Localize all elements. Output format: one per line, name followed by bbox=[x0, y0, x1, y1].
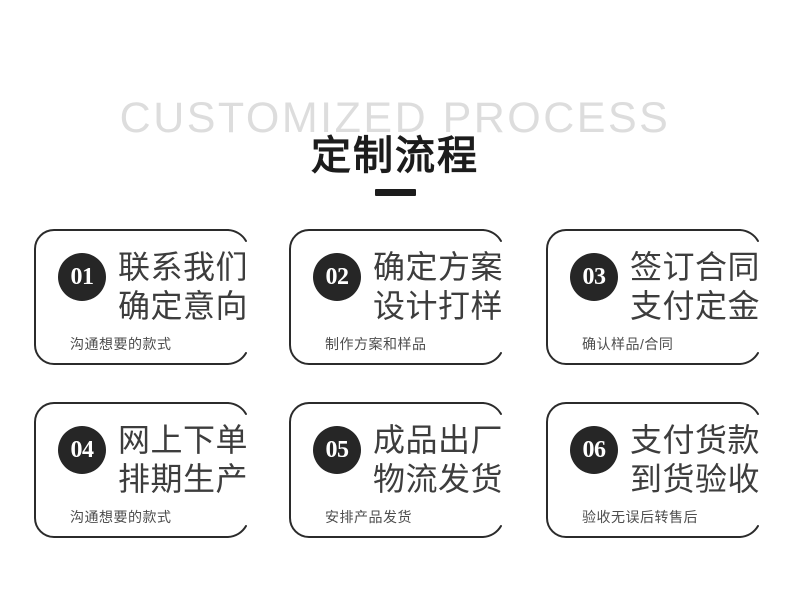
step-title: 支付货款 到货验收 bbox=[630, 421, 790, 499]
process-step-card-03[interactable]: 03 签订合同 支付定金 确认样品/合同 bbox=[544, 227, 785, 367]
step-number-badge: 04 bbox=[58, 426, 106, 474]
process-step-card-06[interactable]: 06 支付货款 到货验收 验收无误后转售后 bbox=[544, 400, 785, 540]
header-divider-dash bbox=[375, 189, 416, 196]
step-title: 联系我们 确定意向 bbox=[118, 248, 308, 326]
step-subtitle: 沟通想要的款式 bbox=[70, 336, 172, 352]
step-subtitle: 制作方案和样品 bbox=[325, 336, 427, 352]
step-subtitle: 安排产品发货 bbox=[325, 509, 412, 525]
header-english-title: CUSTOMIZED PROCESS bbox=[119, 94, 671, 142]
step-number-badge: 01 bbox=[58, 253, 106, 301]
process-step-card-01[interactable]: 01 联系我们 确定意向 沟通想要的款式 bbox=[32, 227, 273, 367]
process-step-card-05[interactable]: 05 成品出厂 物流发货 安排产品发货 bbox=[287, 400, 528, 540]
step-title: 签订合同 支付定金 bbox=[630, 248, 790, 326]
step-title-line-1: 联系我们 bbox=[118, 249, 249, 285]
step-title-line-2: 设计打样 bbox=[373, 288, 504, 325]
page-title: 定制流程 bbox=[311, 134, 479, 178]
step-title: 网上下单 排期生产 bbox=[118, 421, 308, 499]
process-step-card-02[interactable]: 02 确定方案 设计打样 制作方案和样品 bbox=[287, 227, 528, 367]
page-header: CUSTOMIZED PROCESS 定制流程 bbox=[0, 0, 790, 215]
step-title-line-2: 确定意向 bbox=[118, 288, 249, 325]
step-subtitle: 确认样品/合同 bbox=[582, 336, 674, 352]
step-number-badge: 03 bbox=[570, 253, 618, 301]
step-title: 成品出厂 物流发货 bbox=[373, 421, 563, 499]
step-title-line-2: 到货验收 bbox=[630, 461, 761, 498]
step-subtitle: 验收无误后转售后 bbox=[582, 509, 698, 525]
step-number-badge: 06 bbox=[570, 426, 618, 474]
step-title-line-2: 排期生产 bbox=[118, 461, 249, 498]
step-title-line-2: 支付定金 bbox=[630, 288, 761, 325]
step-title-line-1: 签订合同 bbox=[630, 249, 761, 285]
step-number-badge: 05 bbox=[313, 426, 361, 474]
step-number-badge: 02 bbox=[313, 253, 361, 301]
step-title-line-1: 网上下单 bbox=[118, 422, 249, 458]
step-title-line-1: 成品出厂 bbox=[373, 422, 504, 458]
step-title-line-1: 确定方案 bbox=[373, 249, 504, 285]
process-step-card-04[interactable]: 04 网上下单 排期生产 沟通想要的款式 bbox=[32, 400, 273, 540]
step-title-line-2: 物流发货 bbox=[373, 461, 504, 498]
step-title-line-1: 支付货款 bbox=[630, 422, 761, 458]
step-subtitle: 沟通想要的款式 bbox=[70, 509, 172, 525]
step-title: 确定方案 设计打样 bbox=[373, 248, 563, 326]
